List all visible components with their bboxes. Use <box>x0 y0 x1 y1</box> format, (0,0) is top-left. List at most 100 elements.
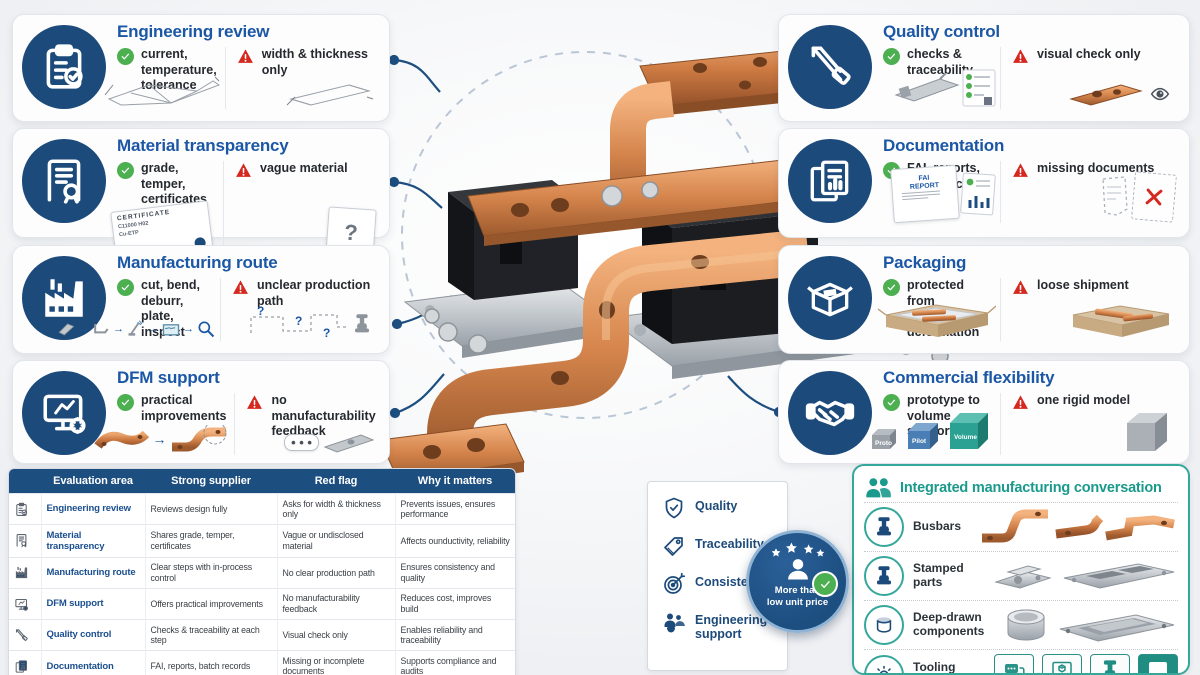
busbar-products <box>982 509 1175 543</box>
clipboard-icon <box>16 502 28 516</box>
card-engineering-review: Engineering review current, temperature,… <box>12 14 390 122</box>
value-quality: Quality <box>695 499 738 513</box>
no-feedback-graphic: • • • <box>284 431 375 453</box>
monitor-icon <box>15 598 28 611</box>
fai-report-card: FAI REPORT <box>890 164 960 224</box>
people-gear-icon <box>663 612 686 634</box>
protected-box-graphic <box>877 303 996 337</box>
row-stamped-parts: Stamped parts <box>864 551 1178 600</box>
row-tooling-support: Tooling support Design input Simulation … <box>864 649 1178 673</box>
documents-icon <box>15 659 28 673</box>
cube-proto: Proto <box>872 429 896 449</box>
shield-check-icon <box>665 497 683 519</box>
svg-text:Pilot: Pilot <box>912 438 927 445</box>
value-traceability: Traceability <box>695 537 764 551</box>
check-icon <box>883 48 900 65</box>
card-manufacturing-route: Manufacturing route cut, bend, deburr, p… <box>12 245 390 354</box>
stamped-products <box>994 563 1175 589</box>
warning-icon <box>1013 395 1028 409</box>
svg-text:Volume: Volume <box>954 434 977 441</box>
header-why-it-matters: Why it matters <box>395 469 515 494</box>
busbar-assembly-photo <box>379 39 949 490</box>
target-icon <box>664 572 686 594</box>
fai-report-graphic: FAI REPORT <box>890 164 996 224</box>
red-cross-icon <box>1145 188 1163 206</box>
open-box-icon <box>788 256 872 340</box>
check-icon <box>883 279 900 296</box>
busbar-after <box>172 425 227 452</box>
bad-text: unclear production path <box>257 278 371 308</box>
card-title: Material transparency <box>117 136 289 155</box>
certificate-icon <box>22 139 106 223</box>
cube-volume: Volume <box>950 413 988 449</box>
card-title: Quality control <box>883 22 1000 41</box>
deep-drawn-products <box>1007 609 1175 642</box>
monitor-gear-icon <box>22 371 106 455</box>
cup-icon <box>864 605 904 645</box>
technical-sketch <box>104 76 220 106</box>
row-busbars: Busbars <box>864 502 1178 551</box>
header-red-flag: Red flag <box>277 469 395 494</box>
card-dfm-support: DFM support practical improvements → no … <box>12 360 390 464</box>
integrated-manufacturing-panel: Integrated manufacturing conversation Bu… <box>852 464 1190 675</box>
tool-simulation: Simulation <box>1042 654 1082 673</box>
fai-title: FAI <box>918 174 930 183</box>
bar-sketch <box>286 84 374 106</box>
bend-icon <box>94 323 109 333</box>
card-commercial-flexibility: Commercial flexibility prototype to volu… <box>778 360 1190 464</box>
improvement-graphic: → <box>94 425 230 453</box>
row-deep-drawn: Deep-drawn components <box>864 600 1178 649</box>
warning-icon <box>233 280 248 294</box>
arrow: → <box>113 322 124 335</box>
check-icon <box>117 48 134 65</box>
documents-icon <box>788 139 872 223</box>
loose-box-graphic <box>1072 304 1170 337</box>
card-documentation: Documentation FAI, reports, batch record… <box>778 128 1190 238</box>
checklist-card <box>962 69 996 107</box>
caliper-icon <box>788 25 872 109</box>
factory-icon <box>22 256 106 340</box>
value-engineering-support: Engineering support <box>695 613 768 642</box>
tag-icon <box>664 537 683 556</box>
check-icon <box>117 279 134 296</box>
press-icon <box>864 507 904 547</box>
svg-text:?: ? <box>295 314 302 328</box>
press-icon <box>864 556 904 596</box>
caliper-icon <box>15 628 28 641</box>
bad-text: one rigid model <box>1037 393 1131 407</box>
bad-text: loose shipment <box>1037 278 1129 292</box>
icon-column-header <box>9 469 41 494</box>
good-text: practical improvements <box>141 393 227 423</box>
tool-tooling: Tooling <box>1090 654 1130 673</box>
deburr-icon <box>128 319 143 336</box>
warning-icon <box>247 395 263 409</box>
caliper-graphic <box>894 73 960 102</box>
arrow: → <box>152 431 167 447</box>
check-icon <box>117 394 134 411</box>
press-icon <box>1090 654 1130 673</box>
card-quality-control: Quality control checks & traceability vi… <box>778 14 1190 122</box>
card-title: DFM support <box>117 368 220 387</box>
svg-text:Proto: Proto <box>875 440 892 447</box>
unclear-path-graphic: ? ? ? <box>250 305 369 339</box>
header-strong-supplier: Strong supplier <box>145 469 277 494</box>
gear-icon <box>864 654 904 673</box>
torn-doc <box>1102 176 1128 216</box>
bad-text: vague material <box>260 161 348 175</box>
card-material-transparency: Material transparency grade, temper, cer… <box>12 128 390 264</box>
bad-text: missing documents <box>1037 161 1155 175</box>
fai-title2: REPORT <box>909 181 940 191</box>
card-packaging: Packaging protected from scratches & def… <box>778 245 1190 354</box>
evaluation-table: Evaluation area Strong supplier Red flag… <box>8 468 516 675</box>
tool-scalable-supply: Scalable supply <box>1138 654 1178 673</box>
tool-design-input: Design input <box>994 654 1034 673</box>
table-header: Evaluation area Strong supplier Red flag… <box>9 469 515 494</box>
question-mark: ? <box>343 219 359 246</box>
eye-icon <box>1150 87 1170 101</box>
card-title: Packaging <box>883 253 967 272</box>
